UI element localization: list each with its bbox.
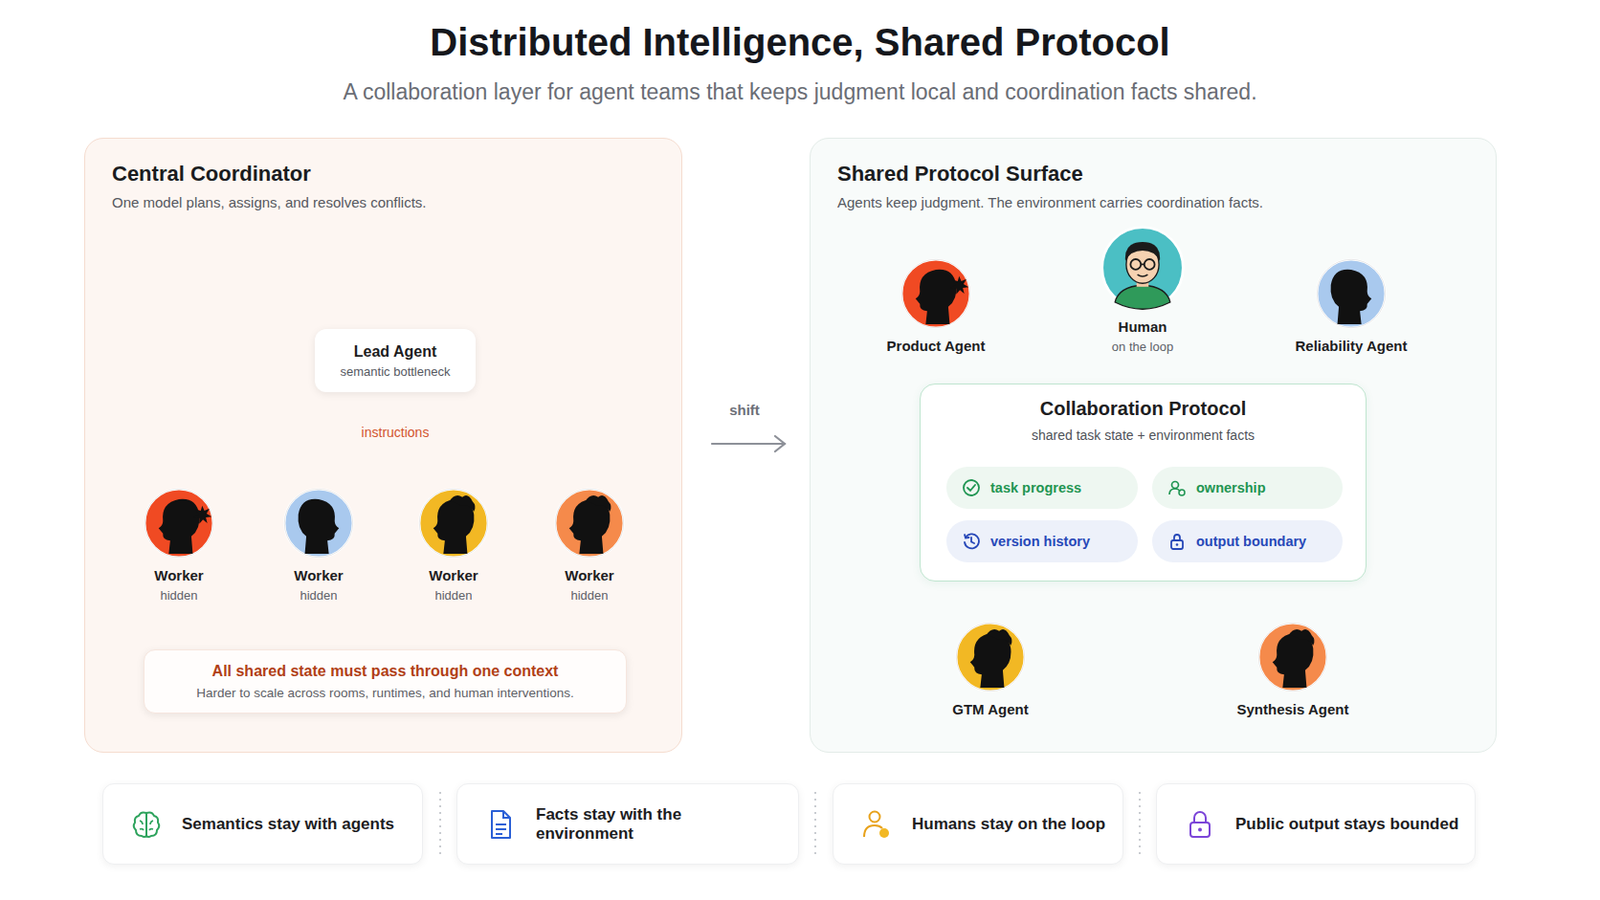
icon [130,808,163,842]
principle-text: Public output stays bounded [1235,815,1459,835]
principle-card: Semantics stay with agents [102,783,423,866]
brain-icon [130,808,163,842]
avatar-illustration [1314,257,1388,331]
warning-box: All shared state must pass through one c… [143,649,627,714]
icon [860,808,893,842]
principle-text: Semantics stay with agents [181,815,395,835]
agent-name: Synthesis Agent [1221,701,1365,718]
warning-note: Harder to scale across rooms, runtimes, … [196,686,575,701]
agent-node: Product Agent [873,257,999,355]
diagram-caption: A collaboration layer for agent teams th… [0,79,1600,106]
icon [1183,808,1217,842]
principle-text: Facts stay with the environment [535,805,783,845]
avatar-illustration [1256,621,1330,694]
agent-role: on the loop [1080,339,1205,355]
agent-node: Reliability Agent [1279,257,1423,355]
doc-icon [484,808,517,842]
panel-heading: Shared Protocol Surface [837,161,1469,187]
agent-avatar [928,621,1053,694]
panel: Central CoordinatorOne model plans, assi… [84,137,683,754]
agent-avatar [126,487,232,560]
icon [1167,478,1187,498]
agent-node: Synthesis Agent [1221,621,1365,718]
fact-chip: version history [946,520,1138,563]
panel: Shared Protocol SurfaceAgents keep judgm… [809,137,1497,754]
agent-avatar [1221,621,1365,694]
box-subtitle: semantic bottleneck [340,364,451,379]
agent-name: Worker [266,567,372,584]
agent-role: hidden [266,588,372,603]
agent-role: hidden [126,588,232,603]
agent-name: Worker [536,567,643,584]
shift-label: shift [729,401,760,419]
agent-role: hidden [536,588,643,603]
principle-card: Public output stays bounded [1155,783,1476,866]
agent-name: Worker [400,567,507,584]
agent-avatar [266,487,372,560]
principle-text: Humans stay on the loop [911,815,1106,835]
panel-subtitle: Agents keep judgment. The environment ca… [837,194,1469,211]
avatar-illustration [1099,224,1186,312]
fact-chip: task progress [946,466,1138,510]
agent-avatar [1279,257,1423,331]
protocol-heading: Collaboration Protocol [930,398,1356,421]
protocol-subtitle: shared task state + environment facts [930,427,1356,444]
lock2-icon [1183,808,1217,842]
instructions-label: instructions [358,424,433,441]
agent-node: Worker hidden [266,487,372,603]
agent-name: Worker [126,567,232,584]
chip-label: task progress [990,480,1082,496]
agent-node: Human on the loop [1080,224,1205,355]
agent-node: Worker hidden [536,487,643,603]
chip-label: ownership [1196,480,1267,496]
lead-box: Lead Agent semantic bottleneck [314,329,476,393]
fact-chip: output boundary [1152,520,1343,563]
chip-label: version history [990,533,1090,550]
agent-node: Worker hidden [400,487,507,603]
principle-card: Facts stay with the environment [456,783,800,866]
avatar-illustration [899,257,973,331]
avatar-illustration [142,487,216,560]
panel-subtitle: One model plans, assigns, and resolves c… [111,194,655,211]
avatar-illustration [954,621,1027,694]
icon [961,478,981,498]
warning-heading: All shared state must pass through one c… [212,663,559,681]
icon [961,532,981,552]
box-heading: Lead Agent [354,343,438,361]
agent-name: Human [1080,318,1205,335]
agent-role: hidden [400,588,507,603]
chip-label: output boundary [1196,533,1307,550]
agent-avatar [1080,224,1205,312]
icon [1167,532,1187,552]
agent-avatar [873,257,999,331]
principle-card: Humans stay on the loop [832,783,1124,866]
avatar-illustration [553,487,626,560]
diagram-title: Distributed Intelligence, Shared Protoco… [0,21,1600,65]
agent-name: Reliability Agent [1279,337,1423,355]
panel-heading: Central Coordinator [111,161,655,187]
agent-node: Worker hidden [126,487,232,603]
lock-icon [1167,532,1187,552]
people-icon [1167,478,1187,498]
shift-arrow [711,436,785,452]
agent-avatar [400,487,507,560]
protocol-box: Collaboration Protocol shared task state … [919,383,1367,582]
avatar-illustration [282,487,356,560]
agent-node: GTM Agent [928,621,1053,718]
avatar-illustration [417,487,490,560]
icon [484,808,517,842]
history-icon [961,532,981,552]
check-icon [961,478,981,498]
fact-chip: ownership [1152,466,1343,510]
agent-name: GTM Agent [928,701,1053,718]
agent-avatar [536,487,643,560]
person-icon [860,808,893,842]
agent-name: Product Agent [873,337,999,355]
